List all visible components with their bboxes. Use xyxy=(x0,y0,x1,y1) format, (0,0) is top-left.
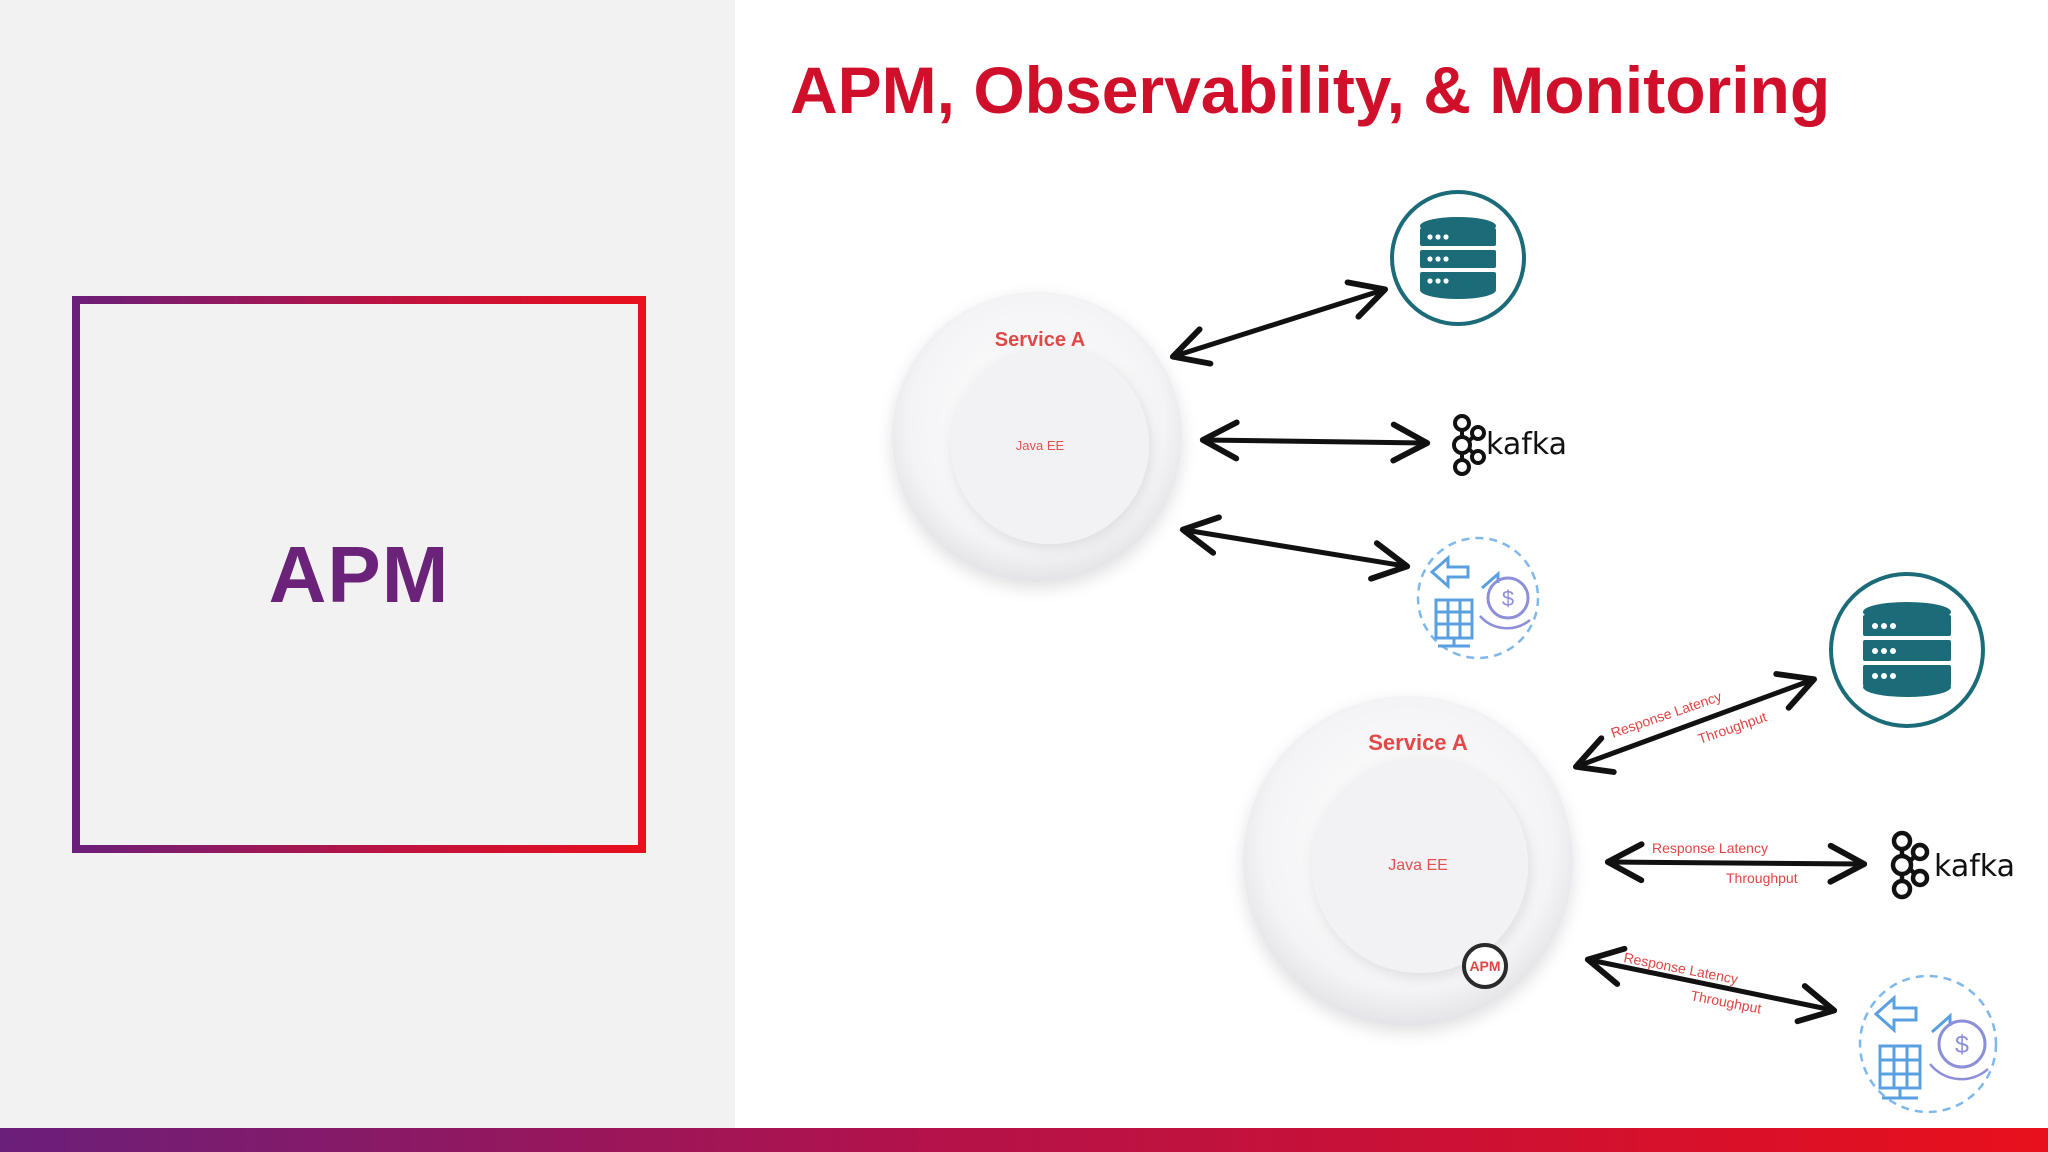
metric-latency-kafka: Response Latency xyxy=(1652,840,1768,856)
kafka-icon: kafka xyxy=(1452,414,1567,476)
database-icon xyxy=(1829,572,1985,728)
link-arrow-db-bottom xyxy=(1572,671,1818,775)
cloud-billing-icon: $ xyxy=(1858,974,1998,1114)
service-disc-inner xyxy=(1312,757,1528,973)
service-subtitle: Java EE xyxy=(1388,857,1448,874)
service-subtitle: Java EE xyxy=(1016,438,1065,453)
cloud-billing-icon: $ xyxy=(1416,536,1540,660)
footer-gradient-bar xyxy=(0,1128,2048,1152)
metric-throughput-db: Throughput xyxy=(1696,708,1769,746)
kafka-icon: kafka xyxy=(1890,830,2015,900)
kafka-label: kafka xyxy=(1486,427,1567,462)
section-label: APM xyxy=(268,529,450,619)
metric-throughput-kafka: Throughput xyxy=(1726,870,1798,886)
slide-title: APM, Observability, & Monitoring xyxy=(790,53,1831,127)
metric-latency-cloud: Response Latency xyxy=(1622,949,1739,987)
service-title: Service A xyxy=(995,329,1085,351)
service-title: Service A xyxy=(1368,730,1468,755)
link-arrow-cloud-bottom xyxy=(1584,945,1838,1025)
apm-badge-label: APM xyxy=(1469,958,1500,974)
link-arrow-db-top xyxy=(1169,279,1389,367)
database-icon xyxy=(1390,190,1526,326)
link-arrow-kafka-bottom xyxy=(1604,841,1868,885)
service-disc-inner xyxy=(951,346,1149,544)
link-arrow-kafka-top xyxy=(1199,419,1431,464)
apm-section-inner: APM xyxy=(80,304,638,845)
svg-text:$: $ xyxy=(1502,586,1514,611)
service-node-top: Service A Java EE xyxy=(892,292,1182,582)
apm-agent-badge: APM xyxy=(1462,943,1508,989)
apm-section-frame: APM xyxy=(72,296,646,853)
service-node-bottom: Service A Java EE APM xyxy=(1243,696,1573,1026)
svg-text:$: $ xyxy=(1955,1031,1969,1059)
kafka-label: kafka xyxy=(1934,849,2015,884)
link-arrow-cloud-top xyxy=(1179,514,1411,582)
